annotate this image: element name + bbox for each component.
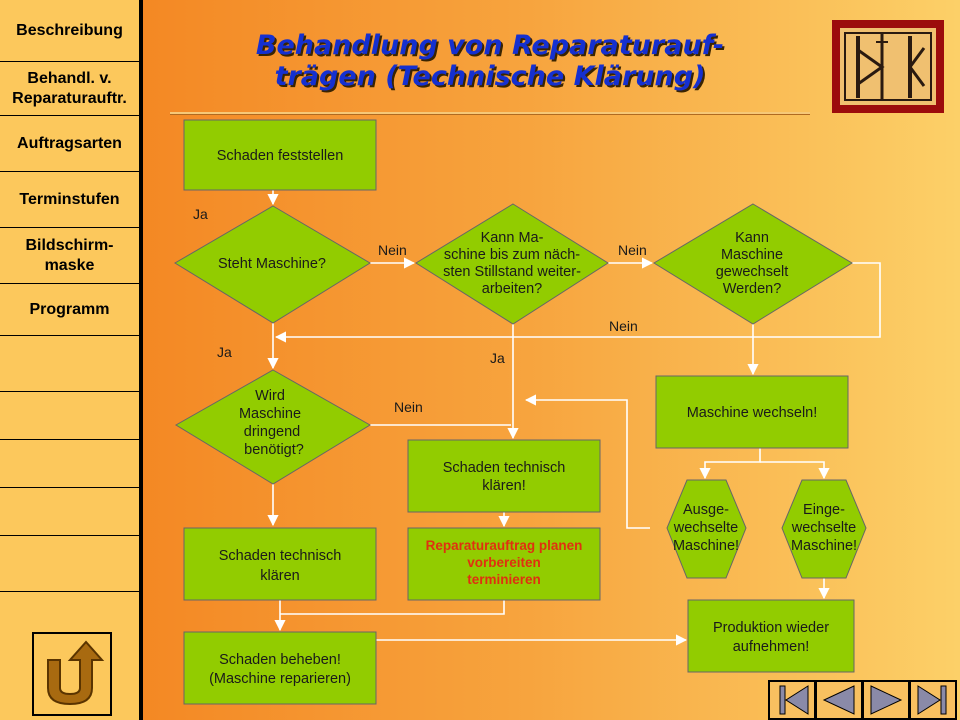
home-button[interactable] — [32, 632, 112, 716]
diamond-kann-weiterarbeiten — [415, 203, 609, 325]
diamond-steht-maschine — [174, 205, 371, 324]
shape-text: dringend — [244, 424, 300, 440]
title-line: Behandlung von Reparaturauf- — [255, 30, 725, 61]
nav-label: Terminstufen — [19, 190, 120, 208]
shape-text: Schaden feststellen — [217, 148, 344, 164]
box-schaden-klaeren-left — [183, 527, 377, 601]
connector — [524, 394, 650, 529]
next-slide-button[interactable] — [862, 680, 910, 720]
shape-text: schine bis zum näch- — [444, 247, 580, 263]
nav-empty-slot — [0, 488, 139, 536]
nav-label: Auftragsarten — [17, 134, 122, 152]
last-slide-button[interactable] — [909, 680, 957, 720]
nav-empty-slot — [0, 536, 139, 592]
u-turn-back-icon — [47, 640, 105, 706]
company-logo — [832, 20, 944, 113]
shape-text: sten Stillstand weiter- — [443, 264, 581, 280]
shape-text: gewechselt — [716, 264, 789, 280]
edge-label-ja: Ja — [217, 344, 232, 360]
shape-text: Maschine — [239, 406, 301, 422]
box-reparaturauftrag-planen — [407, 527, 601, 601]
title-line: trägen (Technische Klärung) — [274, 61, 706, 92]
shape-text: vorbereiten — [467, 555, 541, 570]
connector — [274, 262, 881, 343]
previous-slide-button[interactable] — [815, 680, 863, 720]
first-slide-icon — [779, 685, 809, 715]
last-slide-icon — [917, 685, 947, 715]
flowchart-texts: Schaden feststellen Steht Maschine? Kann… — [209, 148, 857, 687]
diamond-wird-benoetigt — [175, 369, 371, 485]
nav-empty-slot — [0, 336, 139, 392]
nav-behandlung-reparaturauftraege[interactable]: Behandl. v. Reparaturauftr. — [0, 62, 139, 116]
box-maschine-wechseln — [655, 375, 849, 449]
shape-text: Kann — [735, 230, 769, 246]
shape-text: arbeiten? — [482, 281, 542, 297]
shape-text: Maschine! — [673, 538, 739, 554]
flowchart-shapes — [174, 119, 867, 705]
shape-text: Schaden beheben! — [219, 652, 341, 668]
nav-beschreibung[interactable]: Beschreibung — [0, 0, 139, 62]
page-title: Behandlung von Reparaturauf- trägen (Tec… — [170, 30, 810, 92]
nav-label: Beschreibung — [16, 21, 123, 39]
shape-text: wechselte — [791, 520, 856, 536]
shape-text: Maschine — [721, 247, 783, 263]
first-slide-button[interactable] — [768, 680, 816, 720]
connector — [760, 461, 830, 480]
shape-text: Werden? — [723, 281, 782, 297]
shape-text: aufnehmen! — [733, 639, 810, 655]
title-divider — [170, 112, 810, 115]
shape-text: Schaden technisch — [443, 460, 566, 476]
diamond-kann-gewechselt — [653, 203, 853, 325]
shape-text: terminieren — [467, 572, 541, 587]
nav-terminstufen[interactable]: Terminstufen — [0, 172, 139, 228]
nav-bildschirmmaske[interactable]: Bildschirm-maske — [0, 228, 139, 284]
edge-label-nein: Nein — [394, 399, 423, 415]
box-schaden-beheben — [183, 631, 377, 705]
shape-text: Maschine wechseln! — [687, 405, 818, 421]
edge-label-nein: Nein — [618, 242, 647, 258]
nav-auftragsarten[interactable]: Auftragsarten — [0, 116, 139, 172]
nav-empty-slot — [0, 440, 139, 488]
nav-label: Behandl. v. Reparaturauftr. — [12, 69, 127, 107]
hexagon-ausgewechselt — [666, 479, 747, 579]
edge-label-ja: Ja — [490, 350, 505, 366]
previous-slide-icon — [822, 685, 855, 715]
next-slide-icon — [870, 685, 903, 715]
slide-navigation — [768, 680, 957, 720]
box-schaden-feststellen — [183, 119, 377, 191]
nav-label: Programm — [29, 300, 110, 318]
edge-labels: Ja Nein Nein Nein Ja Ja Nein — [193, 206, 647, 415]
connector — [699, 448, 761, 480]
shape-text: Reparaturauftrag planen — [426, 538, 583, 553]
nav-label: Bildschirm-maske — [25, 236, 114, 274]
nav-programm[interactable]: Programm — [0, 284, 139, 336]
edge-label-ja: Ja — [193, 206, 208, 222]
shape-text: Steht Maschine? — [218, 256, 326, 272]
edge-label-nein: Nein — [609, 318, 638, 334]
shape-text: Einge- — [803, 502, 845, 518]
connector-lines — [267, 190, 881, 646]
box-schaden-klaeren-mid — [407, 439, 601, 513]
shape-text: Wird — [255, 388, 285, 404]
edge-label-nein: Nein — [378, 242, 407, 258]
shape-text: benötigt? — [244, 442, 304, 458]
nav-empty-slot — [0, 392, 139, 440]
shape-text: wechselte — [673, 520, 738, 536]
shape-text: Schaden technisch — [219, 548, 342, 564]
shape-text: (Maschine reparieren) — [209, 671, 351, 687]
shape-text: Maschine! — [791, 538, 857, 554]
hexagon-eingewechselt — [781, 479, 867, 579]
sidebar: Beschreibung Behandl. v. Reparaturauftr.… — [0, 0, 143, 720]
shape-text: klären — [260, 568, 300, 584]
shape-text: klären! — [482, 478, 526, 494]
shape-text: Ausge- — [683, 502, 729, 518]
shape-text: Kann Ma- — [481, 230, 544, 246]
shape-text: Produktion wieder — [713, 620, 829, 636]
box-produktion-aufnehmen — [687, 599, 855, 673]
